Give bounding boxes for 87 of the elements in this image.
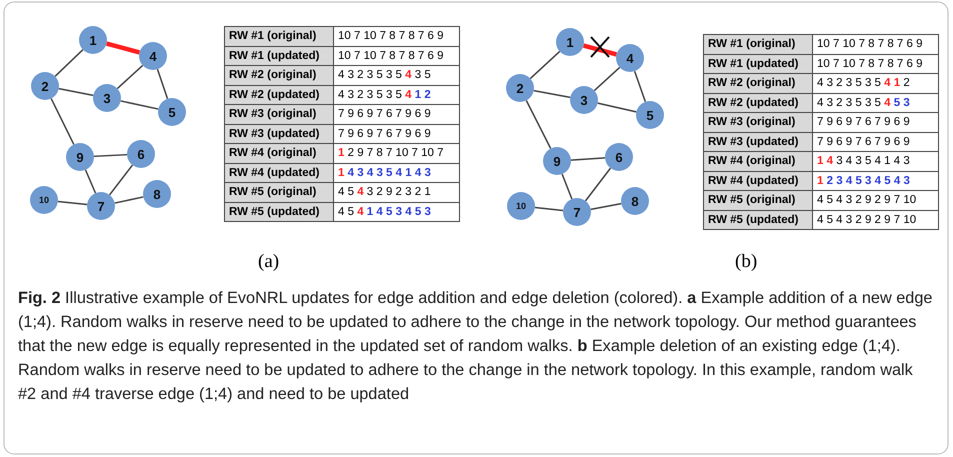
panel-label: (a) [258,251,280,273]
edge-line [584,168,612,202]
edge-line [156,69,168,99]
row-header: RW #2 (updated) [704,93,812,112]
edge-line [120,100,158,110]
row-header: RW #4 (original) [224,144,334,163]
node-circle: 6 [605,143,633,171]
node-circle: 6 [127,140,155,168]
walk-sequence: 7 9 6 9 7 6 7 9 6 9 [334,104,460,124]
walk-sequence: 10 7 10 7 8 7 8 7 6 9 [812,54,938,74]
row-header: RW #5 (updated) [704,210,812,230]
row-header: RW #5 (updated) [224,202,334,222]
node-circle: 1 [556,28,584,56]
edge-line [94,154,128,158]
edge-line [570,157,606,161]
edge-line [106,41,140,55]
node-circle: 7 [563,198,591,226]
edge-line [58,200,88,206]
node-circle: 10 [30,186,58,214]
walk-sequence: 4 3 2 3 5 3 5 4 1 2 [334,85,460,104]
walk-sequence: 4 5 4 3 2 9 2 3 2 1 [334,182,460,202]
node-circle: 2 [506,74,534,102]
walk-sequence: 1 2 9 7 8 7 10 7 10 7 [334,144,460,163]
edge-line [108,164,134,196]
row-header: RW #1 (updated) [224,46,334,66]
walk-sequence: 4 5 4 3 2 9 2 9 7 10 [812,190,938,210]
row-header: RW #3 (original) [704,112,812,132]
edge-line [530,50,560,80]
row-header: RW #4 (updated) [224,163,334,182]
row-header: RW #2 (original) [704,74,812,93]
edge-line [54,49,84,77]
node-circle: 8 [143,180,171,208]
row-header: RW #3 (updated) [224,124,334,144]
row-header: RW #3 (original) [224,104,334,124]
row-header: RW #4 (updated) [704,171,812,190]
walk-sequence: 4 5 4 3 2 9 2 9 7 10 [812,210,938,230]
edge-line [526,100,552,149]
walk-sequence: 1 4 3 4 3 5 4 1 4 3 [334,163,460,182]
node-circle: 2 [31,72,59,100]
walk-sequence: 10 7 10 7 8 7 8 7 6 9 [812,34,938,54]
node-circle: 3 [93,84,121,112]
edge-line [597,102,637,113]
row-header: RW #1 (updated) [704,54,812,74]
walk-sequence: 7 9 6 9 7 6 7 9 6 9 [334,124,460,144]
node-circle: 10 [507,192,535,220]
node-circle: 9 [66,143,94,171]
row-header: RW #5 (original) [224,182,334,202]
node-circle: 3 [570,86,598,114]
row-header: RW #5 (original) [704,190,812,210]
node-circle: 5 [636,101,664,129]
walk-sequence: 7 9 6 9 7 6 7 9 6 9 [812,132,938,152]
node-circle: 5 [158,98,186,126]
edge-line [84,170,96,194]
edge-line [116,64,144,90]
edge-line [634,70,646,102]
edge-line [582,43,618,57]
node-circle: 7 [87,192,115,220]
figure-caption: Fig. 2 Illustrative example of EvoNRL updates for edge addition and edge deletion (colored). a Example addition of a new edge (1;4). Random walks in reserve need to be updated to adhere to the change in the network topology. Our method guarantees that the new edge is equally represented in the updated set of random walks. b Example deletion of an existing edge (1;4). Random walks in reserve need to be updated to adhere to the change in the network topology. In this example, random walk #2 and #4 traverse edge (1;4) and need to be updated [18,288,933,405]
node-circle: 4 [616,44,644,72]
row-header: RW #2 (original) [224,66,334,85]
edge-line [534,90,570,98]
walk-sequence: 4 3 2 3 5 3 5 4 5 3 [812,93,938,112]
walk-sequence: 7 9 6 9 7 6 7 9 6 9 [812,112,938,132]
node-circle: 4 [139,42,167,70]
edge-line [594,66,620,92]
walk-sequence: 10 7 10 7 8 7 8 7 6 9 [334,46,460,66]
walk-sequence: 1 2 3 4 5 3 4 5 4 3 [812,171,938,190]
walk-sequence: 4 3 2 3 5 3 5 4 1 2 [812,74,938,93]
edge-line [114,196,144,204]
walk-sequence: 4 3 2 3 5 3 5 4 3 5 [334,66,460,85]
edge-line [561,174,573,200]
walk-sequence: 10 7 10 7 8 7 8 7 6 9 [334,26,460,46]
row-header: RW #2 (updated) [224,85,334,104]
edge-line [50,98,74,145]
edge-line [58,88,94,96]
row-header: RW #1 (original) [704,34,812,54]
node-circle: 1 [79,26,107,54]
node-circle: 8 [621,187,649,215]
row-header: RW #4 (original) [704,152,812,171]
walk-sequence: 1 4 3 4 3 5 4 1 4 3 [812,152,938,171]
edge-line [534,206,564,212]
node-circle: 9 [543,147,571,175]
edge-line [590,202,622,210]
row-header: RW #3 (updated) [704,132,812,152]
panel-label: (b) [735,251,758,273]
row-header: RW #1 (original) [224,26,334,46]
walk-sequence: 4 5 4 1 4 5 3 4 5 3 [334,202,460,222]
